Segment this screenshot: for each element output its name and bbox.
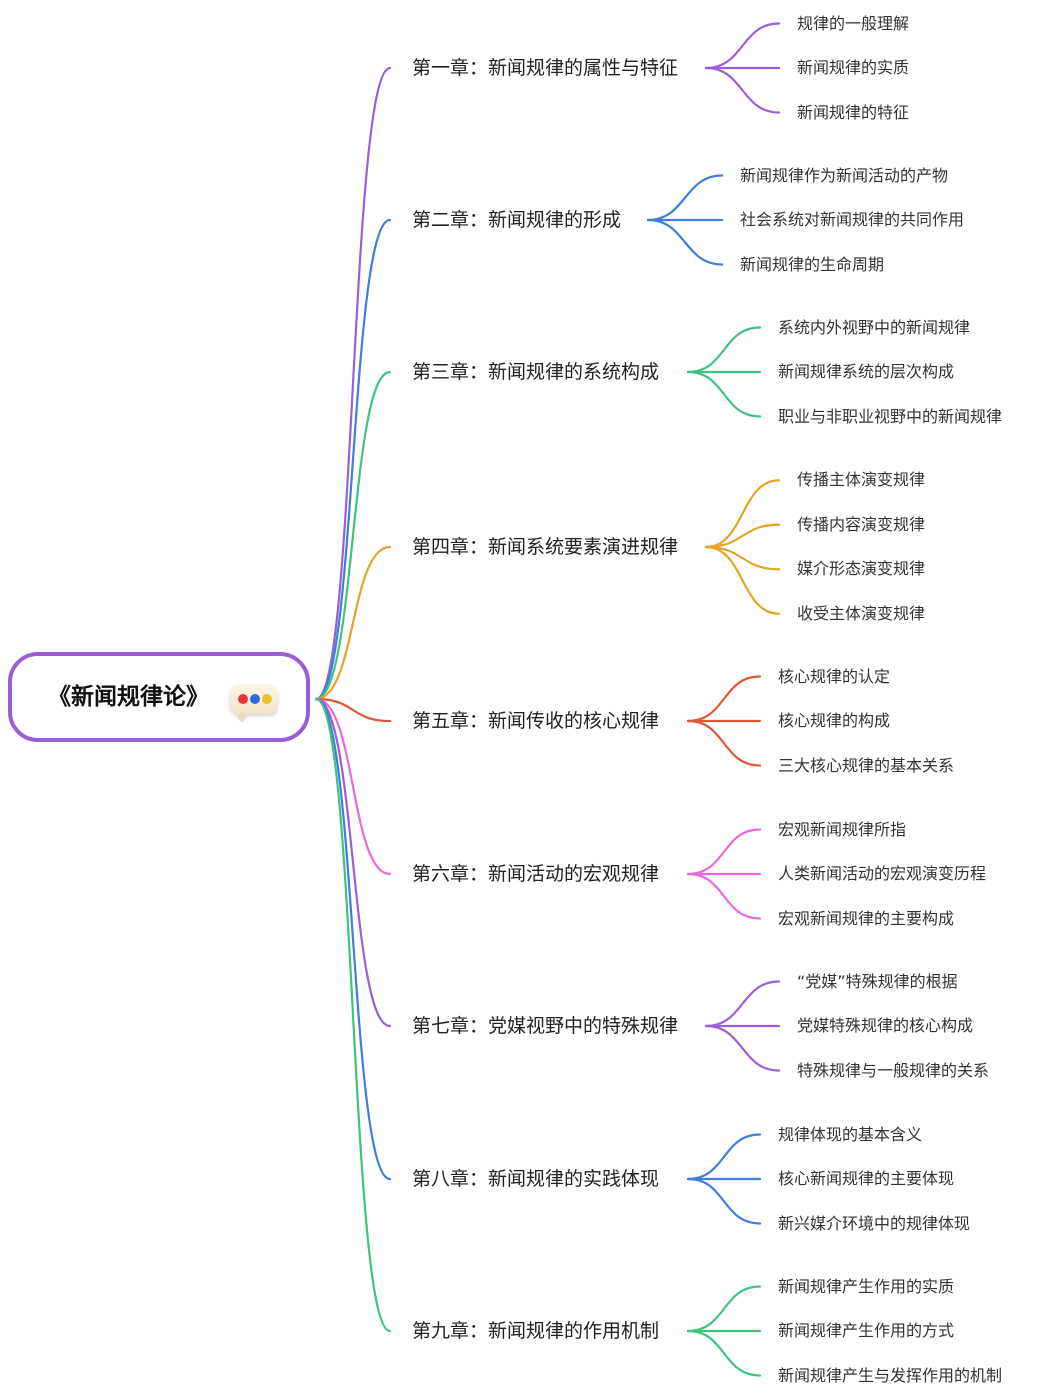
topic-node[interactable]: 党媒特殊规律的核心构成 bbox=[797, 1016, 974, 1035]
topic-node[interactable]: 宏观新闻规律的主要构成 bbox=[778, 908, 955, 928]
chapter-to-topic-link bbox=[704, 523, 781, 549]
chapter-to-topic-link bbox=[686, 1177, 762, 1225]
topic-node[interactable]: 新闻规律的实质 bbox=[797, 58, 910, 77]
chapter-node[interactable]: 第四章：新闻系统要素演进规律 bbox=[412, 536, 679, 558]
topic-node[interactable]: 传播主体演变规律 bbox=[797, 470, 926, 490]
chapter-to-topic-link bbox=[686, 1285, 762, 1333]
topic-node[interactable]: 规律体现的基本含义 bbox=[778, 1124, 923, 1144]
chapter-to-topic-link bbox=[686, 872, 762, 920]
root-to-chapter-link bbox=[314, 697, 392, 1333]
chapter-to-topic-link bbox=[686, 1133, 762, 1181]
chapter-to-topic-link bbox=[704, 66, 781, 114]
topic-node[interactable]: 新闻规律作为新闻活动的产物 bbox=[740, 165, 949, 185]
chapter-node[interactable]: 第三章：新闻规律的系统构成 bbox=[412, 361, 660, 383]
chapter-to-topic-link bbox=[704, 479, 781, 549]
yellow-dot bbox=[262, 694, 272, 704]
topic-node[interactable]: 新闻规律产生作用的方式 bbox=[778, 1321, 955, 1340]
topic-node[interactable]: 核心新闻规律的主要体现 bbox=[778, 1169, 955, 1188]
topic-node[interactable]: 新闻规律系统的层次构成 bbox=[778, 362, 955, 381]
chapter-node[interactable]: 第七章：党媒视野中的特殊规律 bbox=[412, 1015, 679, 1037]
topic-node[interactable]: 传播内容演变规律 bbox=[797, 514, 926, 534]
topic-node[interactable]: 核心规律的构成 bbox=[778, 711, 891, 730]
topic-node[interactable]: 收受主体演变规律 bbox=[797, 603, 926, 623]
topic-node[interactable]: 新兴媒介环境中的规律体现 bbox=[778, 1213, 971, 1233]
speech-bubble-icon bbox=[230, 684, 278, 714]
topic-node[interactable]: 三大核心规律的基本关系 bbox=[778, 755, 955, 775]
root-to-chapter-link bbox=[314, 218, 392, 701]
chapter-to-topic-link bbox=[704, 980, 781, 1028]
topic-node[interactable]: 职业与非职业视野中的新闻规律 bbox=[778, 406, 1003, 426]
root-to-chapter-link bbox=[314, 697, 392, 1181]
chapter-node[interactable]: 第九章：新闻规律的作用机制 bbox=[412, 1320, 660, 1342]
red-dot bbox=[238, 694, 248, 704]
chapter-node[interactable]: 第六章：新闻活动的宏观规律 bbox=[412, 863, 660, 885]
root-to-chapter-link bbox=[314, 697, 392, 723]
chapter-to-topic-link bbox=[686, 1329, 762, 1377]
chapter-to-topic-link bbox=[704, 545, 781, 615]
chapter-to-topic-link bbox=[686, 370, 762, 418]
chapter-to-topic-link bbox=[646, 174, 724, 222]
chapter-node[interactable]: 第八章：新闻规律的实践体现 bbox=[412, 1168, 660, 1190]
topic-node[interactable]: 社会系统对新闻规律的共同作用 bbox=[740, 210, 965, 229]
topic-node[interactable]: 新闻规律产生作用的实质 bbox=[778, 1276, 955, 1296]
topic-node[interactable]: 人类新闻活动的宏观演变历程 bbox=[778, 864, 987, 883]
topic-node[interactable]: 宏观新闻规律所指 bbox=[778, 819, 907, 839]
topic-node[interactable]: 新闻规律的生命周期 bbox=[740, 254, 885, 274]
chapter-to-topic-link bbox=[704, 22, 781, 70]
chapter-to-topic-link bbox=[686, 719, 762, 767]
chapter-to-topic-link bbox=[686, 675, 762, 723]
blue-dot bbox=[250, 694, 260, 704]
root-to-chapter-link bbox=[314, 66, 392, 701]
chapter-to-topic-link bbox=[704, 1024, 781, 1072]
topic-node[interactable]: 新闻规律的特征 bbox=[797, 102, 910, 122]
root-to-chapter-link bbox=[314, 697, 392, 876]
topic-node[interactable]: 媒介形态演变规律 bbox=[797, 559, 926, 579]
root-node[interactable]: 《新闻规律论》 bbox=[8, 652, 310, 742]
topic-node[interactable]: 新闻规律产生与发挥作用的机制 bbox=[778, 1365, 1003, 1385]
root-to-chapter-link bbox=[314, 545, 392, 701]
root-to-chapter-link bbox=[314, 697, 392, 1028]
topic-node[interactable]: 特殊规律与一般规律的关系 bbox=[797, 1060, 990, 1080]
topic-node[interactable]: 规律的一般理解 bbox=[797, 13, 910, 33]
root-to-chapter-link bbox=[314, 370, 392, 701]
root-title: 《新闻规律论》 bbox=[48, 684, 209, 710]
chapter-node[interactable]: 第一章：新闻规律的属性与特征 bbox=[412, 57, 679, 79]
topic-node[interactable]: 核心规律的认定 bbox=[778, 666, 891, 686]
chapter-to-topic-link bbox=[686, 828, 762, 876]
topic-node[interactable]: “党媒”特殊规律的根据 bbox=[797, 971, 958, 991]
chapter-node[interactable]: 第五章：新闻传收的核心规律 bbox=[412, 710, 660, 732]
topic-node[interactable]: 系统内外视野中的新闻规律 bbox=[778, 317, 971, 337]
chapter-node[interactable]: 第二章：新闻规律的形成 bbox=[412, 209, 622, 231]
chapter-to-topic-link bbox=[704, 545, 781, 571]
chapter-to-topic-link bbox=[646, 218, 724, 266]
chapter-to-topic-link bbox=[686, 326, 762, 374]
